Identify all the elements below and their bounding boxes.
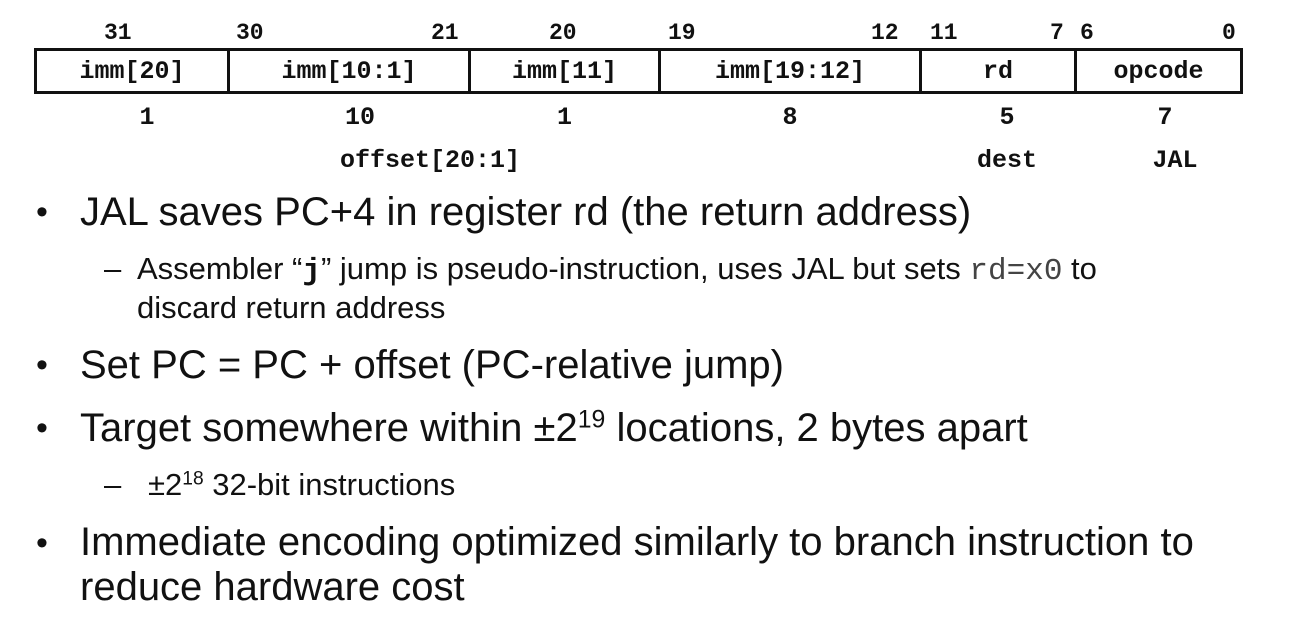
group-label-offset: offset[20:1] [339, 146, 521, 175]
field-width-opcode: 7 [1157, 103, 1173, 132]
field-imm-20: imm[20] [79, 57, 185, 86]
bit-number-31: 31 [104, 20, 132, 46]
bullet-immediate-encoding-line2: reduce hardware cost [80, 565, 465, 609]
field-imm-19-12: imm[19:12] [714, 57, 866, 86]
sub-bullet-text: Assembler “ [137, 251, 303, 286]
sub-bullet-text: to [1062, 251, 1097, 286]
field-divider [468, 48, 471, 94]
sub-bullet-marker: – [104, 467, 122, 502]
field-divider [1074, 48, 1077, 94]
group-label-dest: dest [976, 146, 1037, 175]
field-width-imm-11: 1 [556, 103, 572, 132]
field-imm-11: imm[11] [511, 57, 618, 86]
bit-number-11: 11 [930, 20, 958, 46]
bullet-immediate-encoding: Immediate encoding optimized similarly t… [80, 520, 1194, 564]
code-j: j [302, 254, 321, 289]
sub-bullet-text: ±2 [148, 467, 183, 502]
bullet-marker: • [36, 346, 48, 384]
sub-bullet-text: 32-bit instructions [203, 467, 456, 502]
bit-number-0: 0 [1222, 20, 1236, 46]
bullet-marker: • [36, 409, 48, 447]
bullet-marker: • [36, 524, 48, 562]
code-rd-x0: rd=x0 [969, 254, 1063, 289]
field-opcode: opcode [1113, 57, 1204, 86]
sub-bullet-marker: – [104, 251, 122, 286]
exponent-18: 18 [182, 468, 204, 490]
bit-number-30: 30 [236, 20, 264, 46]
bullet-text: locations, 2 bytes apart [605, 406, 1028, 450]
bullet-target-range: Target somewhere within ±219 locations, … [80, 406, 1028, 451]
sub-bullet-assembler-j: Assembler “j” jump is pseudo-instruction… [137, 251, 1097, 289]
bullet-text: Target somewhere within ±2 [80, 406, 578, 450]
bullet-marker: • [36, 193, 48, 231]
bit-number-19: 19 [668, 20, 696, 46]
sub-bullet-instructions-range: ±218 32-bit instructions [148, 467, 455, 503]
field-width-imm-19-12: 8 [782, 103, 798, 132]
field-width-rd: 5 [999, 103, 1015, 132]
sub-bullet-text: ” jump is pseudo-instruction, uses JAL b… [320, 251, 970, 286]
field-rd: rd [982, 57, 1013, 86]
bit-number-12: 12 [871, 20, 899, 46]
sub-bullet-assembler-j-line2: discard return address [137, 290, 446, 325]
bullet-set-pc: Set PC = PC + offset (PC-relative jump) [80, 343, 784, 387]
exponent-19: 19 [577, 406, 606, 434]
field-width-imm-20: 1 [139, 103, 155, 132]
field-divider [658, 48, 661, 94]
bullet-jal-saves: JAL saves PC+4 in register rd (the retur… [80, 190, 972, 234]
field-width-imm-10-1: 10 [344, 103, 375, 132]
instruction-field-box [34, 48, 1243, 94]
bit-number-7: 7 [1050, 20, 1064, 46]
field-divider [227, 48, 230, 94]
field-imm-10-1: imm[10:1] [281, 57, 417, 86]
group-label-jal: JAL [1152, 146, 1198, 175]
bit-number-6: 6 [1080, 20, 1094, 46]
field-divider [919, 48, 922, 94]
bit-number-21: 21 [431, 20, 459, 46]
bit-number-20: 20 [549, 20, 577, 46]
